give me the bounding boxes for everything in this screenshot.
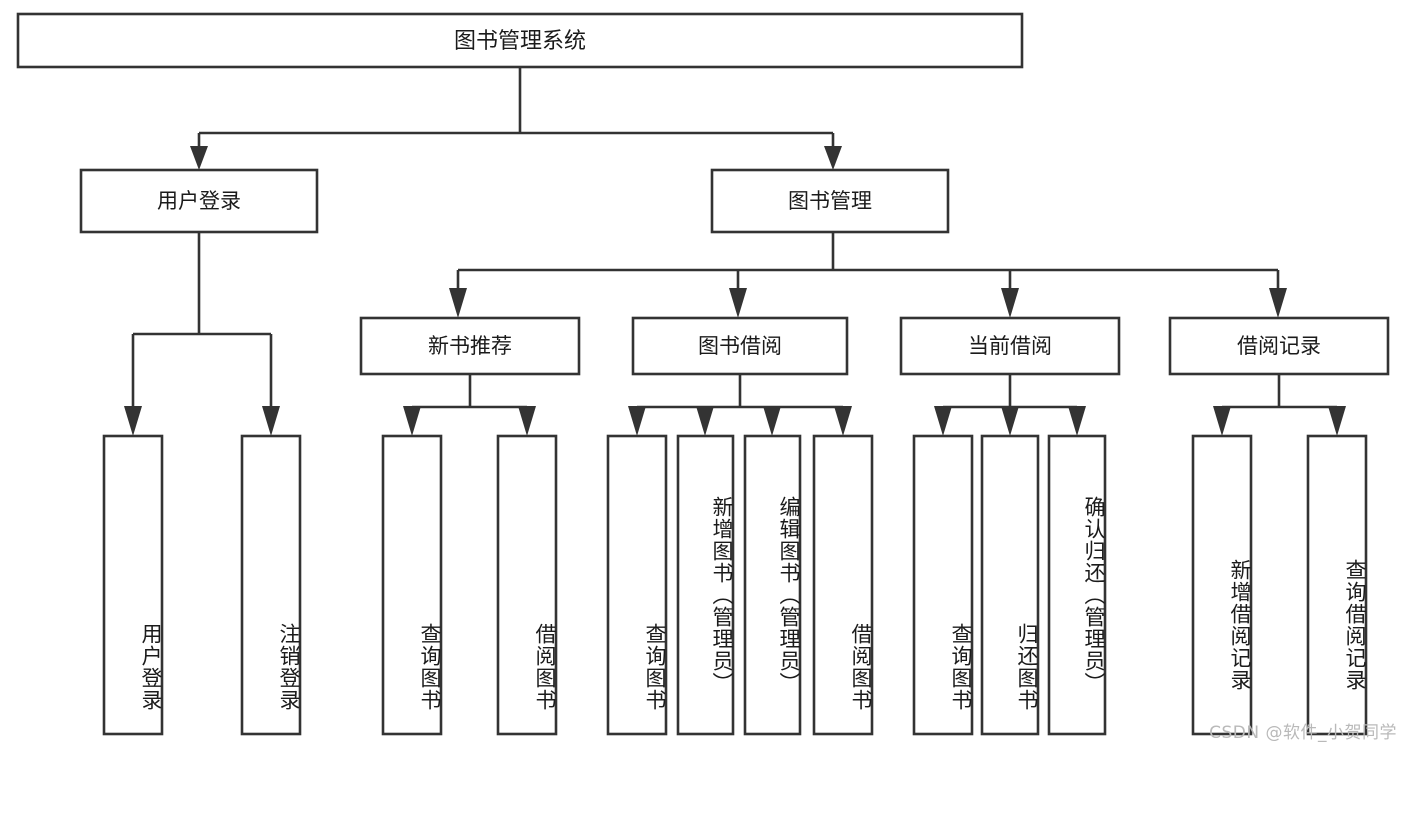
arrow-head-current-leaf-2 [1001, 406, 1019, 436]
node-root-book-management-system[interactable] [16, 12, 1024, 69]
arrow-head-borrow-leaf-3 [763, 406, 781, 436]
tree-diagram: 图书管理系统 用户登录 图书管理 新书推荐 图书借阅 当前借阅 借阅记录 [16, 12, 1390, 736]
node-leaf-user-login[interactable] [102, 434, 164, 736]
arrow-head-current [1001, 288, 1019, 318]
node-current-borrow[interactable] [899, 316, 1121, 376]
node-leaf-return-book[interactable] [980, 434, 1040, 736]
arrow-head-record [1269, 288, 1287, 318]
node-leaf-borrow-book-recommend[interactable] [496, 434, 558, 736]
node-leaf-add-borrow-record[interactable] [1191, 434, 1253, 736]
node-borrow-record[interactable] [1168, 316, 1390, 376]
node-leaf-query-borrow-record[interactable] [1306, 434, 1368, 736]
arrow-head-logout-leaf [262, 406, 280, 436]
node-leaf-query-book-current[interactable] [912, 434, 974, 736]
node-leaf-logout[interactable] [240, 434, 302, 736]
node-leaf-borrow-book[interactable] [812, 434, 874, 736]
node-leaf-edit-book-admin[interactable] [743, 434, 802, 736]
arrow-head-current-leaf-1 [934, 406, 952, 436]
node-root-label: 图书管理系统 [454, 29, 586, 54]
connector-layer [124, 67, 1346, 436]
arrow-head-newbook-leaf-2 [518, 406, 536, 436]
arrow-head-current-leaf-3 [1068, 406, 1086, 436]
arrow-head-record-leaf-2 [1328, 406, 1346, 436]
node-book-borrow[interactable] [631, 316, 849, 376]
node-leaf-query-book-borrow[interactable] [606, 434, 668, 736]
node-new-book-recommend[interactable] [359, 316, 581, 376]
csdn-watermark: CSDN @软件_小贺同学 [1209, 723, 1397, 743]
node-layer: 图书管理系统 用户登录 图书管理 新书推荐 图书借阅 当前借阅 借阅记录 [16, 12, 1390, 736]
node-book-management-label: 图书管理 [788, 189, 872, 213]
arrow-head-borrow-leaf-4 [834, 406, 852, 436]
arrow-head-borrow-leaf-2 [696, 406, 714, 436]
node-borrow-record-label: 借阅记录 [1237, 334, 1321, 358]
node-leaf-add-book-admin[interactable] [676, 434, 735, 736]
arrow-head-record-leaf-1 [1213, 406, 1231, 436]
arrow-head-newbook [449, 288, 467, 318]
arrow-head-user-login-leaf [124, 406, 142, 436]
node-book-management[interactable] [710, 168, 950, 234]
arrow-head-book-mgmt [824, 146, 842, 170]
arrow-head-borrow-leaf-1 [628, 406, 646, 436]
node-book-borrow-label: 图书借阅 [698, 334, 782, 358]
arrow-head-borrow [729, 288, 747, 318]
arrow-head-newbook-leaf-1 [403, 406, 421, 436]
arrow-head-user-login [190, 146, 208, 170]
node-user-login[interactable] [79, 168, 319, 234]
diagram-canvas: 图书管理系统 用户登录 图书管理 新书推荐 图书借阅 当前借阅 借阅记录 [16, 12, 1397, 743]
node-leaf-query-book-recommend[interactable] [381, 434, 443, 736]
node-new-book-recommend-label: 新书推荐 [428, 334, 512, 358]
node-current-borrow-label: 当前借阅 [968, 334, 1052, 358]
node-leaf-confirm-return-admin[interactable] [1047, 434, 1107, 736]
node-user-login-label: 用户登录 [157, 189, 241, 213]
